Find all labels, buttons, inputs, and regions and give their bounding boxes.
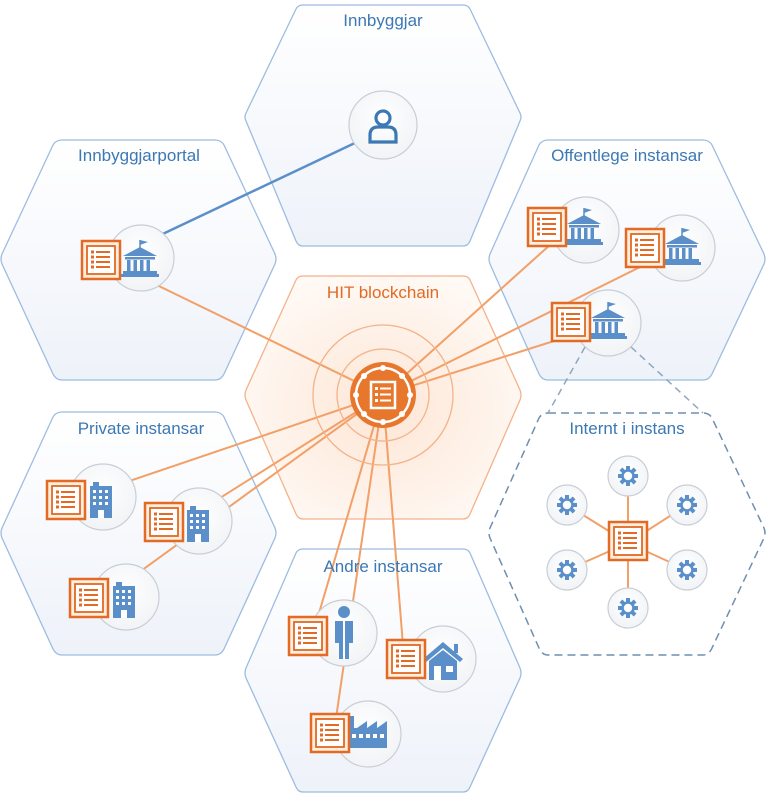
factory-icon <box>347 716 387 748</box>
house-icon <box>423 642 463 680</box>
gear-icon <box>545 548 589 592</box>
citizen-title: Innbyggjar <box>343 11 423 30</box>
other-title: Andre instansar <box>323 557 442 576</box>
document-list-icon <box>624 227 666 269</box>
document-list-icon <box>80 239 122 281</box>
document-list-icon <box>45 479 87 521</box>
document-list-icon <box>68 577 110 619</box>
citizen-node <box>348 90 418 160</box>
document-list-icon <box>287 615 329 657</box>
private-node-2 <box>143 487 233 555</box>
blockchain-hub-icon <box>350 362 416 428</box>
private-node-3 <box>68 563 160 631</box>
office-building-icon <box>187 506 209 542</box>
document-list-icon <box>309 712 351 754</box>
person-icon <box>368 109 398 144</box>
gear-icon <box>545 483 589 527</box>
public-title: Offentlege instansar <box>551 146 703 165</box>
document-list-icon <box>607 520 649 562</box>
public-node-2 <box>624 214 716 282</box>
portal-title: Innbyggjarportal <box>78 146 200 165</box>
person-icon <box>335 606 353 659</box>
gear-icon <box>606 586 650 630</box>
gear-icon <box>606 454 650 498</box>
blockchain-links <box>102 243 651 733</box>
other-node-house <box>385 625 477 693</box>
document-list-icon <box>385 638 427 680</box>
document-list-icon <box>526 206 568 248</box>
gear-icon <box>665 548 709 592</box>
portal-node <box>80 224 175 292</box>
blockchain-hub <box>312 324 454 466</box>
private-node-1 <box>45 463 137 531</box>
blockchain-title: HIT blockchain <box>327 283 439 302</box>
office-building-icon <box>90 482 112 518</box>
other-node-person <box>287 599 378 667</box>
public-node-3 <box>550 289 642 357</box>
document-list-icon <box>143 501 185 543</box>
public-node-1 <box>526 196 620 264</box>
internal-callout-lines <box>547 346 704 414</box>
internal-title: Internt i instans <box>569 419 684 438</box>
office-building-icon <box>113 582 135 618</box>
private-title: Private instansar <box>78 419 205 438</box>
citizen-portal-link <box>149 140 358 242</box>
gear-icon <box>665 483 709 527</box>
document-list-icon <box>550 301 592 343</box>
other-node-factory <box>309 700 402 768</box>
